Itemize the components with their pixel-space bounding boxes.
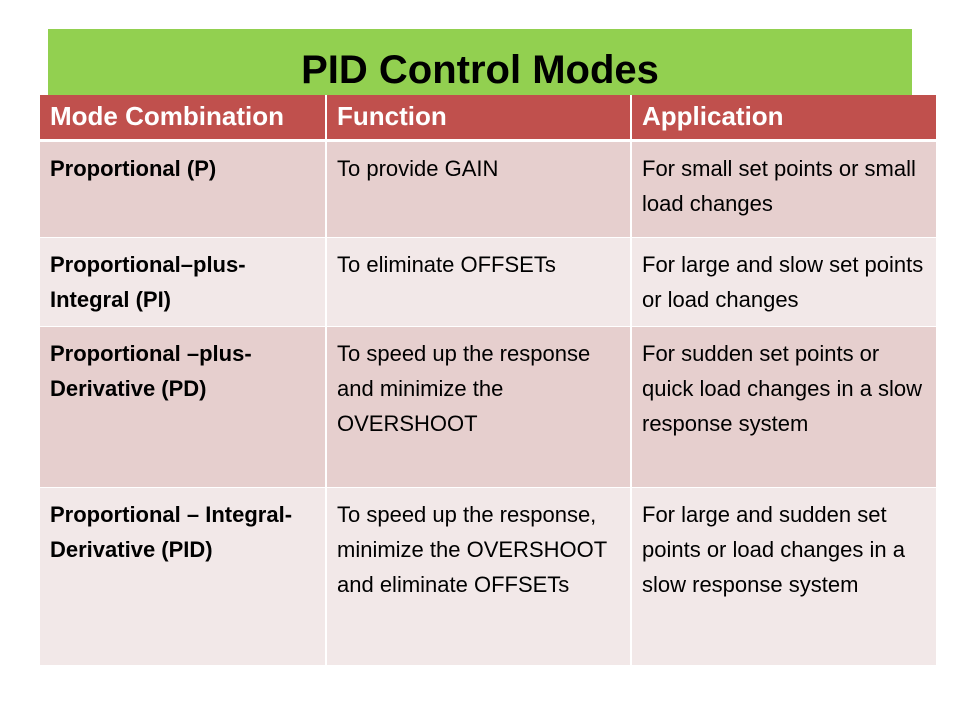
application-cell: For sudden set points or quick load chan… bbox=[631, 325, 936, 487]
title-wrap: PID Control Modes bbox=[0, 42, 960, 98]
mode-cell: Proportional (P) bbox=[40, 139, 327, 237]
table-row: Proportional – Integral-Derivative (PID)… bbox=[40, 486, 936, 665]
mode-cell: Proportional–plus-Integral (PI) bbox=[40, 236, 327, 326]
header-function: Function bbox=[326, 95, 632, 142]
function-cell: To speed up the response and minimize th… bbox=[326, 325, 632, 487]
function-cell: To eliminate OFFSETs bbox=[326, 236, 632, 326]
table-row: Proportional (P) To provide GAIN For sma… bbox=[40, 139, 936, 237]
application-cell: For small set points or small load chang… bbox=[631, 139, 936, 237]
table-row: Proportional–plus-Integral (PI) To elimi… bbox=[40, 236, 936, 326]
page-title: PID Control Modes bbox=[301, 48, 659, 92]
table-header-row: Mode Combination Function Application bbox=[40, 95, 936, 142]
header-mode-combination: Mode Combination bbox=[40, 95, 327, 142]
pid-modes-table: Mode Combination Function Application Pr… bbox=[40, 95, 936, 665]
application-cell: For large and sudden set points or load … bbox=[631, 486, 936, 665]
function-cell: To provide GAIN bbox=[326, 139, 632, 237]
title-bar bbox=[48, 29, 912, 97]
function-cell: To speed up the response, minimize the O… bbox=[326, 486, 632, 665]
table-row: Proportional –plus-Derivative (PD) To sp… bbox=[40, 325, 936, 487]
mode-cell: Proportional – Integral-Derivative (PID) bbox=[40, 486, 327, 665]
application-cell: For large and slow set points or load ch… bbox=[631, 236, 936, 326]
mode-cell: Proportional –plus-Derivative (PD) bbox=[40, 325, 327, 487]
header-application: Application bbox=[631, 95, 936, 142]
